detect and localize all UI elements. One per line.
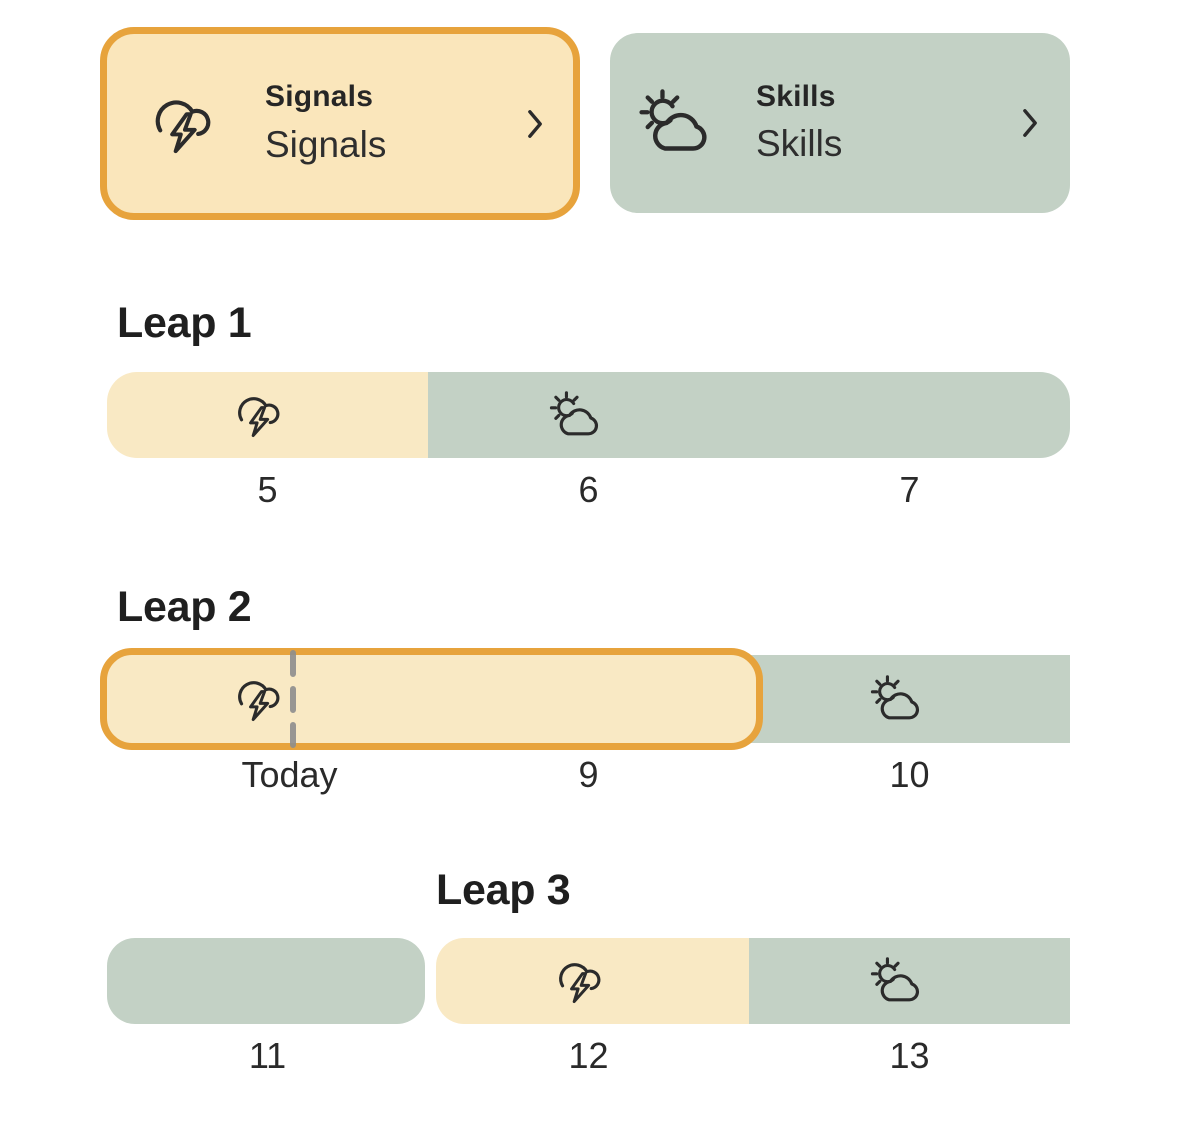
signals-toggle-card[interactable]: Signals Signals bbox=[100, 27, 580, 220]
skills-card-title: Skills bbox=[756, 79, 836, 113]
sun-behind-cloud-icon bbox=[870, 957, 930, 1006]
skills-card-subtitle: Skills bbox=[756, 123, 843, 165]
leap-2-bar[interactable] bbox=[100, 648, 1070, 750]
leap-1-week-labels: 5 6 7 bbox=[107, 470, 1070, 510]
leap-3-bar[interactable] bbox=[107, 938, 1070, 1024]
leap-3-signals-segment bbox=[436, 938, 749, 1024]
leap-2-signals-segment-highlighted bbox=[100, 648, 763, 750]
leap-1-week-6-cell bbox=[428, 372, 749, 458]
sun-behind-cloud-icon bbox=[638, 89, 722, 157]
chevron-right-icon bbox=[1021, 107, 1040, 139]
leap-2-today-cell bbox=[107, 655, 428, 743]
today-marker-dashed-line bbox=[290, 650, 296, 748]
leap-1-bar[interactable] bbox=[107, 372, 1070, 458]
week-label: 7 bbox=[899, 469, 920, 510]
week-label: 11 bbox=[248, 1035, 287, 1076]
leap-1-heading: Leap 1 bbox=[117, 299, 252, 347]
chevron-right-icon bbox=[526, 108, 545, 140]
today-label: Today bbox=[241, 754, 338, 795]
storm-cloud-icon bbox=[551, 953, 607, 1009]
sun-behind-cloud-icon bbox=[549, 391, 609, 440]
week-label: 10 bbox=[889, 754, 930, 795]
sun-behind-cloud-icon bbox=[870, 675, 930, 724]
leap-2-heading: Leap 2 bbox=[117, 583, 252, 631]
leap-3-week-labels: 11 12 13 bbox=[107, 1036, 1070, 1076]
signals-card-title: Signals bbox=[265, 80, 374, 114]
week-label: 6 bbox=[578, 469, 599, 510]
storm-cloud-icon bbox=[145, 87, 219, 161]
storm-cloud-icon bbox=[230, 387, 286, 443]
skills-card-text: Skills Skills bbox=[756, 80, 1021, 167]
storm-cloud-icon bbox=[230, 671, 286, 727]
leap-3-week-13-cell bbox=[749, 938, 1070, 1024]
leap-2-week-labels: Today 9 10 bbox=[107, 755, 1070, 795]
leap-3-previous-skills-segment bbox=[107, 938, 425, 1024]
week-label: 9 bbox=[578, 754, 599, 795]
leap-1-week-5-cell bbox=[107, 372, 428, 458]
week-label: 5 bbox=[257, 469, 278, 510]
week-label: 12 bbox=[568, 1035, 609, 1076]
leap-1-signals-segment bbox=[107, 372, 428, 458]
signals-card-subtitle: Signals bbox=[265, 123, 387, 165]
leap-2-week-10-cell bbox=[749, 655, 1070, 743]
leap-3-heading: Leap 3 bbox=[436, 866, 571, 914]
signals-card-text: Signals Signals bbox=[265, 80, 526, 167]
skills-toggle-card[interactable]: Skills Skills bbox=[610, 33, 1070, 213]
week-label: 13 bbox=[889, 1035, 930, 1076]
leap-1-skills-segment bbox=[428, 372, 1070, 458]
leap-3-week-12-cell bbox=[428, 938, 749, 1024]
